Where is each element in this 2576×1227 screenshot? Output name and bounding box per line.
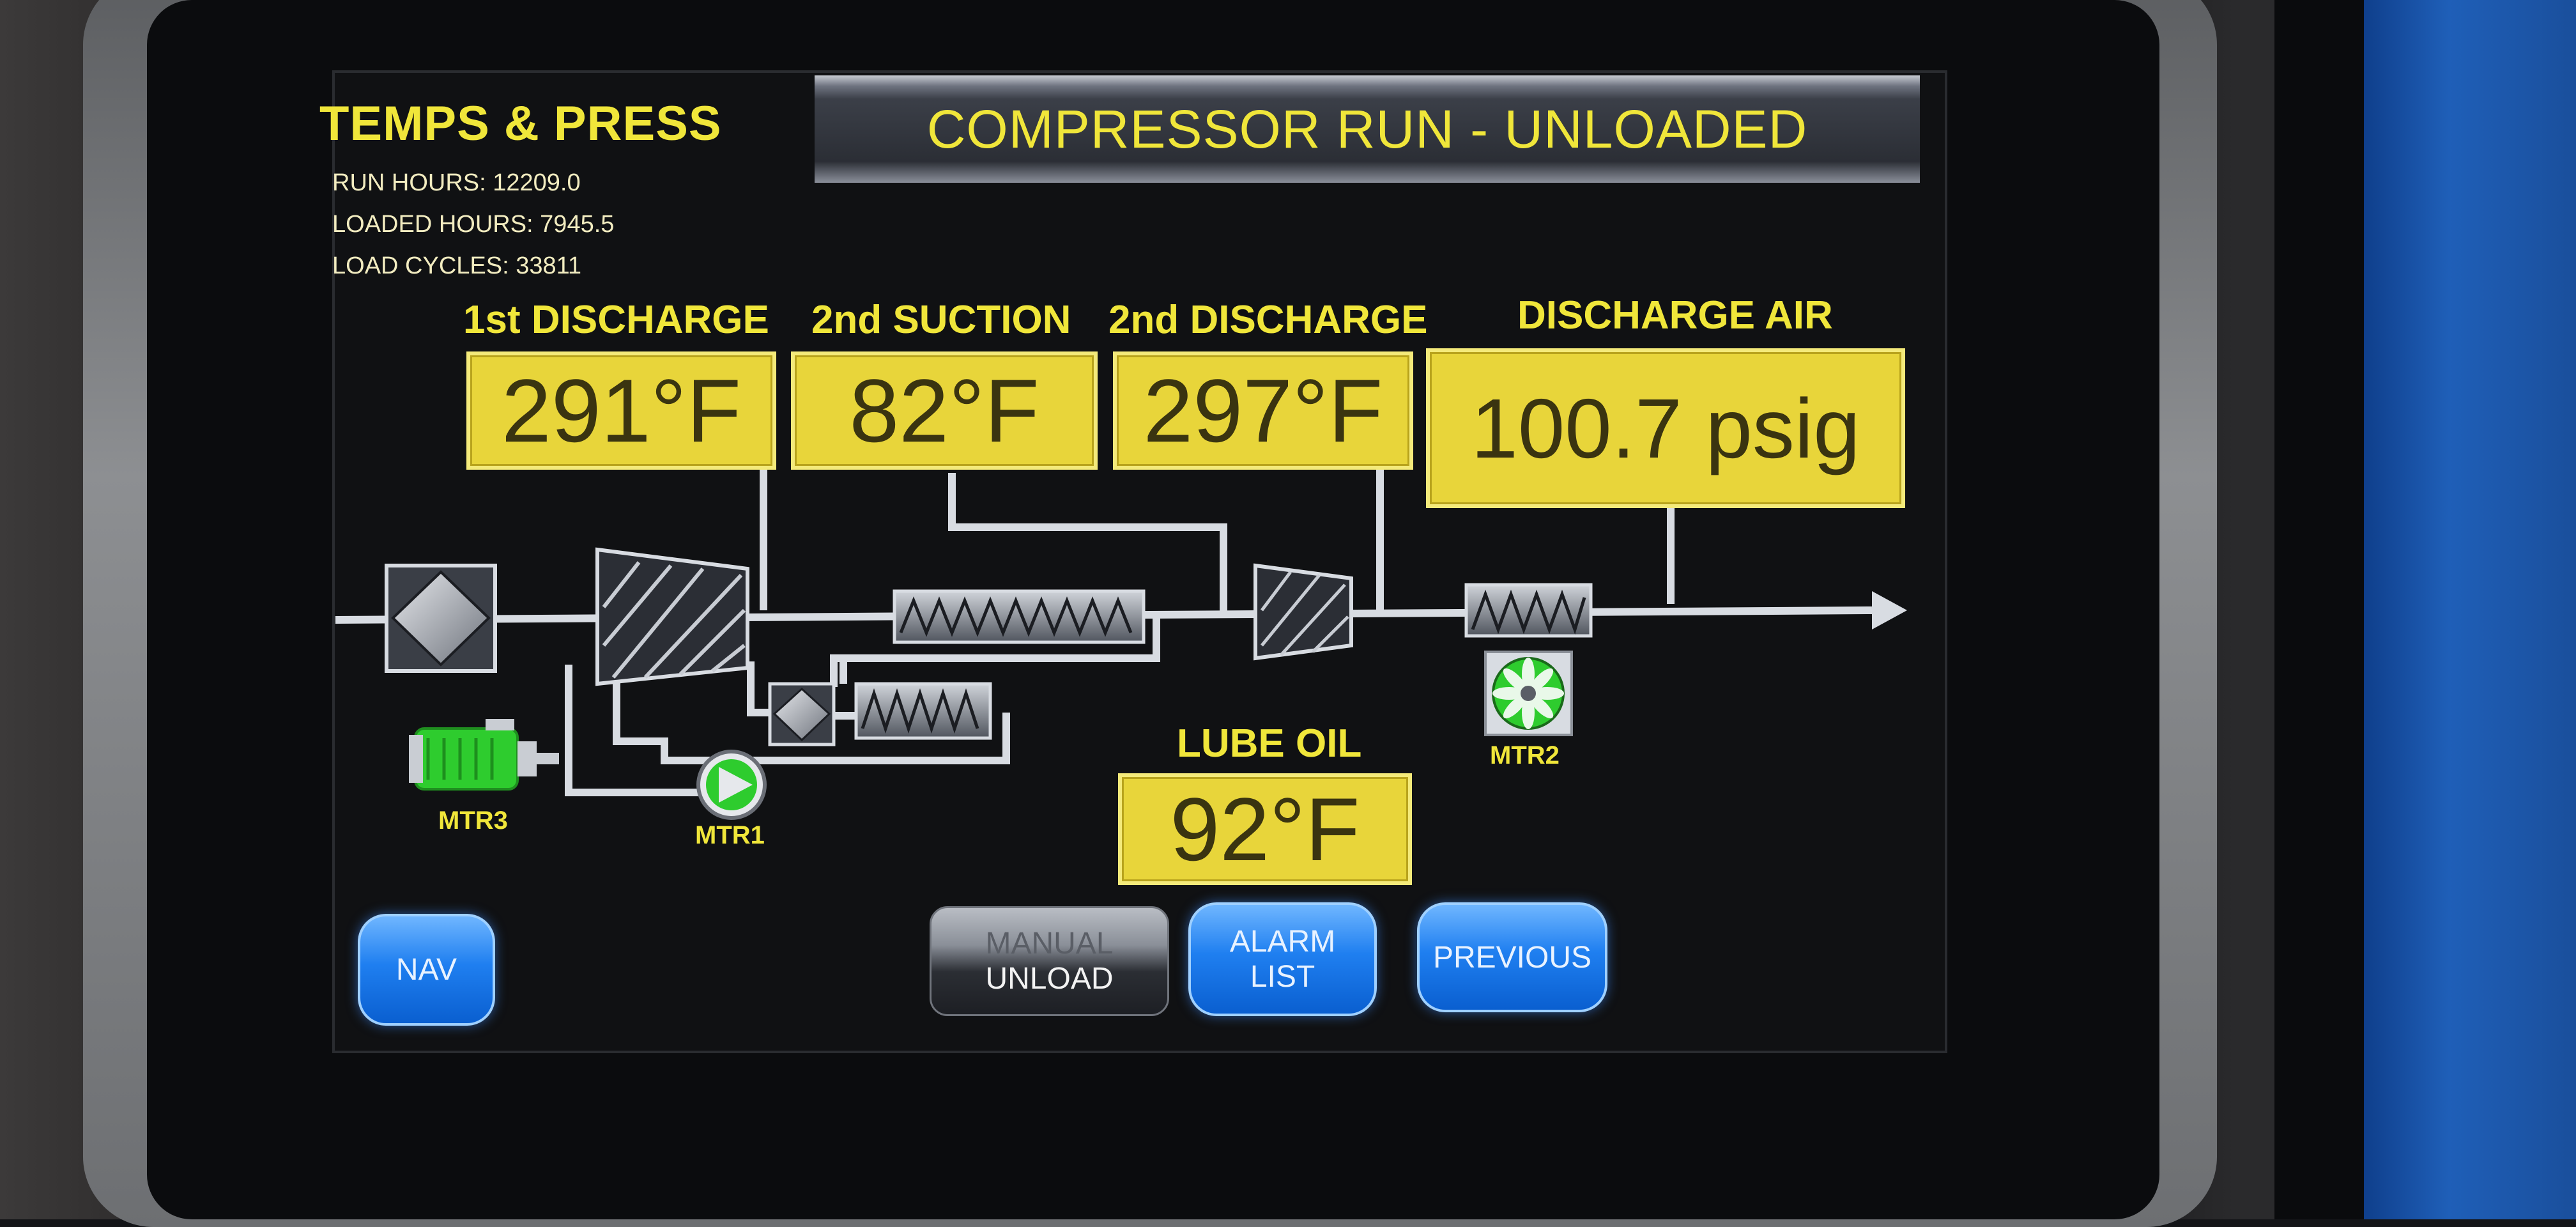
second-stage-compressor <box>1254 563 1353 661</box>
screen-title: TEMPS & PRESS <box>319 96 722 151</box>
second-suction-value: 82°F <box>849 360 1039 461</box>
aftercooler <box>1464 583 1593 638</box>
first-discharge-label: 1st DISCHARGE <box>463 298 769 342</box>
alarm-list-button[interactable]: ALARM LIST <box>1188 902 1377 1016</box>
nav-button-label: NAV <box>395 953 457 987</box>
nav-button[interactable]: NAV <box>358 914 495 1026</box>
mtr1-pump-icon <box>696 750 767 820</box>
previous-button-label: PREVIOUS <box>1432 940 1592 975</box>
pipes <box>335 470 1873 796</box>
compressor-status: COMPRESSOR RUN - UNLOADED <box>926 98 1808 159</box>
run-hours: RUN HOURS: 12209.0 <box>332 169 581 196</box>
mtr3-motor-icon <box>409 719 559 791</box>
first-stage-compressor <box>595 547 749 686</box>
cabinet-edge <box>2274 0 2364 1219</box>
lube-oil-label: LUBE OIL <box>1177 722 1362 766</box>
manual-unload-label-line1: MANUAL <box>985 927 1114 961</box>
discharge-air-label: DISCHARGE AIR <box>1517 293 1833 337</box>
flow-arrow <box>1872 591 1907 629</box>
second-discharge-value: 297°F <box>1143 360 1383 461</box>
second-suction-label: 2nd SUCTION <box>811 298 1071 342</box>
first-discharge-value: 291°F <box>501 360 742 461</box>
lube-oil-value-box: 92°F <box>1118 773 1412 885</box>
intercooler <box>893 589 1146 644</box>
alarm-list-label-line1: ALARM <box>1229 925 1336 959</box>
blue-cabinet-panel <box>2364 0 2576 1219</box>
load-cycles: LOAD CYCLES: 33811 <box>332 252 582 279</box>
previous-button[interactable]: PREVIOUS <box>1417 902 1607 1012</box>
first-discharge-value-box: 291°F <box>466 351 776 470</box>
oil-filter <box>768 682 836 746</box>
discharge-air-value-box: 100.7 psig <box>1426 348 1905 508</box>
loaded-hours: LOADED HOURS: 7945.5 <box>332 211 615 238</box>
second-discharge-value-box: 297°F <box>1113 351 1413 470</box>
compressor-status-bar: COMPRESSOR RUN - UNLOADED <box>815 75 1920 183</box>
lube-oil-value: 92°F <box>1170 778 1360 879</box>
manual-unload-button[interactable]: MANUAL UNLOAD <box>930 906 1169 1016</box>
oil-cooler <box>854 682 992 740</box>
alarm-list-label-line2: LIST <box>1250 960 1315 994</box>
mtr2-fan-icon <box>1484 651 1573 736</box>
mtr2-label: MTR2 <box>1490 741 1560 769</box>
inlet-filter <box>385 564 497 673</box>
mtr1-label: MTR1 <box>695 821 765 849</box>
second-discharge-label: 2nd DISCHARGE <box>1108 298 1428 342</box>
discharge-air-value: 100.7 psig <box>1471 381 1860 475</box>
second-suction-value-box: 82°F <box>791 351 1098 470</box>
manual-unload-label-line2: UNLOAD <box>985 962 1114 996</box>
mtr3-label: MTR3 <box>438 806 508 835</box>
